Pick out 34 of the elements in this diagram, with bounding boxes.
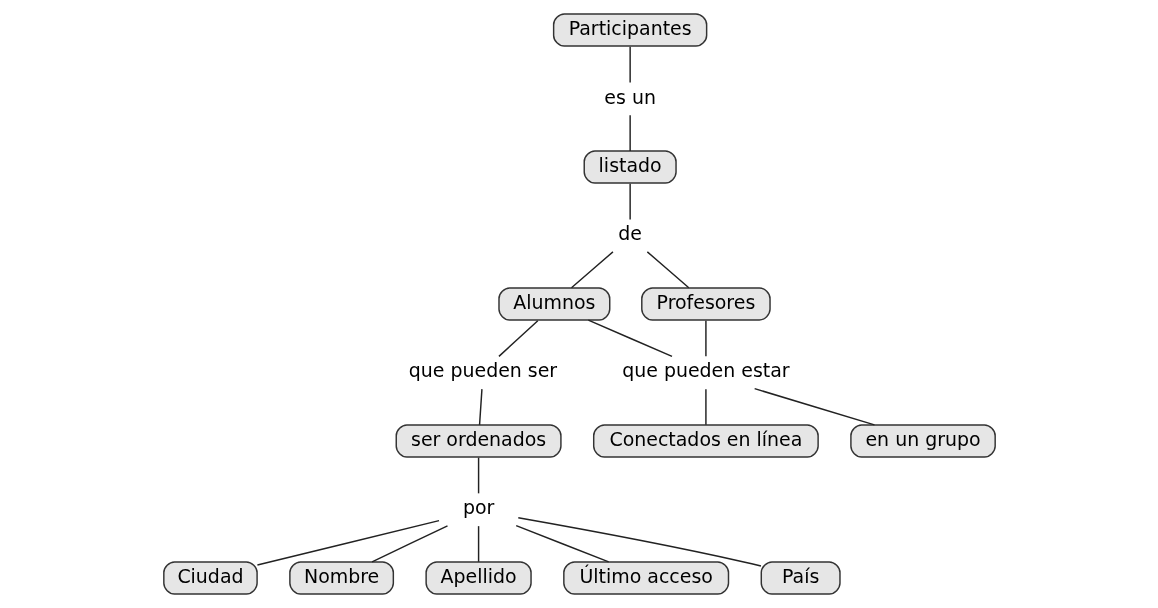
node-text: por (462, 496, 494, 519)
node-box: ser ordenados (395, 424, 562, 458)
node-box: Nombre (288, 561, 394, 595)
connector (704, 388, 707, 426)
connector (646, 251, 689, 289)
node-box: Último acceso (562, 561, 729, 595)
connector (628, 46, 631, 84)
node-box: Conectados en línea (592, 424, 819, 458)
node-box: Ciudad (162, 561, 258, 595)
connector (514, 524, 609, 563)
node-box: Profesores (640, 287, 771, 321)
connector (256, 519, 440, 566)
connector (704, 319, 707, 358)
node-box: Alumnos (497, 287, 610, 321)
node-box: en un grupo (849, 424, 996, 458)
connector (517, 517, 762, 567)
connector (570, 251, 614, 289)
node-box: Participantes (552, 13, 707, 47)
node-text: que pueden ser (408, 359, 557, 382)
node-text: de (617, 222, 642, 245)
node-text: que pueden estar (621, 359, 790, 382)
connector (628, 182, 631, 221)
node-box: País (760, 561, 841, 595)
node-box: Apellido (424, 561, 532, 595)
connector (477, 525, 479, 563)
connector (497, 319, 539, 358)
connector (477, 456, 479, 495)
connector (370, 525, 448, 563)
connector (753, 387, 875, 426)
connector (587, 319, 673, 358)
connector (478, 388, 483, 426)
connector (628, 114, 631, 152)
node-text: es un (603, 85, 656, 108)
node-box: listado (583, 150, 677, 184)
